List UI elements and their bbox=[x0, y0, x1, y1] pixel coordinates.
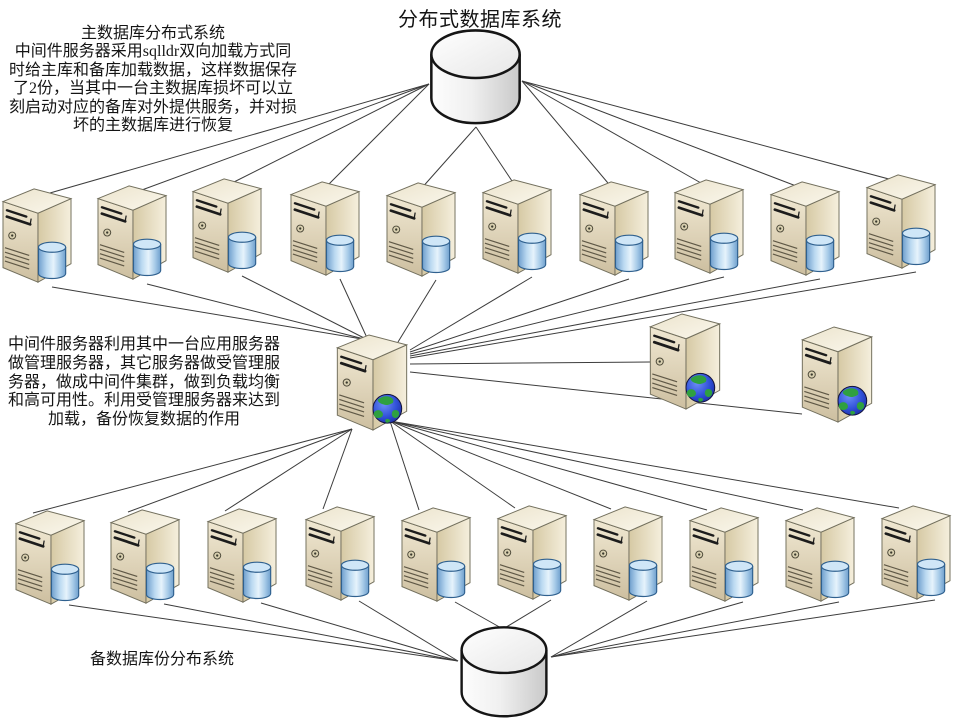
top-server-9 bbox=[771, 182, 839, 275]
connector-line bbox=[454, 601, 504, 630]
connector-line bbox=[521, 80, 901, 183]
top-database-cylinder bbox=[430, 29, 521, 125]
connector-line bbox=[358, 600, 459, 662]
top-server-7 bbox=[580, 182, 648, 275]
connector-line bbox=[550, 599, 936, 658]
bottom-server-4 bbox=[306, 507, 374, 600]
connector-line bbox=[521, 80, 709, 188]
connector-line bbox=[32, 428, 353, 514]
connector-line bbox=[389, 420, 708, 511]
top-server-4 bbox=[291, 182, 359, 275]
bottom-server-7 bbox=[594, 507, 662, 600]
connector-line bbox=[146, 283, 369, 341]
connector-line bbox=[389, 420, 804, 511]
connector-line bbox=[339, 278, 369, 341]
connector-line bbox=[475, 126, 517, 188]
connector-line bbox=[389, 420, 420, 511]
connector-line bbox=[389, 420, 612, 510]
connector-line bbox=[225, 83, 430, 187]
bottom-server-5 bbox=[402, 508, 470, 601]
top-server-6 bbox=[483, 180, 551, 273]
connector-line bbox=[409, 278, 821, 357]
connector-line bbox=[260, 602, 459, 662]
connector-line bbox=[397, 279, 437, 343]
bottom-server-6 bbox=[498, 506, 566, 599]
connector-line bbox=[502, 599, 552, 630]
connector-line bbox=[322, 428, 353, 510]
top-server-8 bbox=[675, 180, 743, 273]
connector-line bbox=[130, 83, 430, 195]
bottom-server-3 bbox=[208, 509, 276, 602]
connector-line bbox=[409, 278, 630, 353]
connector-line bbox=[409, 271, 917, 359]
bottom-server-10 bbox=[882, 506, 950, 599]
connector-line bbox=[35, 83, 430, 198]
connector-line bbox=[550, 601, 840, 658]
connector-line bbox=[409, 276, 533, 351]
annotation-middleware: 中间件服务器利用其中一台应用服务器 做管理服务器，其它服务器做受管理服 务器，做… bbox=[7, 336, 280, 429]
connector-line bbox=[323, 83, 430, 190]
connector-line bbox=[409, 276, 725, 355]
connector-line bbox=[127, 428, 353, 513]
middleware-server-3 bbox=[802, 327, 871, 422]
top-server-2 bbox=[98, 186, 166, 279]
edges-layer bbox=[32, 80, 936, 662]
annotation-backup-system: 备数据库份分布系统 bbox=[90, 651, 235, 668]
top-server-5 bbox=[387, 183, 455, 276]
middleware-server-1 bbox=[337, 335, 406, 430]
connector-line bbox=[389, 420, 516, 509]
connector-line bbox=[521, 80, 805, 190]
connector-line bbox=[550, 601, 744, 658]
bottom-server-8 bbox=[690, 508, 758, 601]
bottom-database-cylinder bbox=[460, 626, 548, 718]
connector-line bbox=[68, 604, 459, 662]
top-server-3 bbox=[193, 179, 261, 272]
top-server-1 bbox=[3, 189, 71, 282]
top-server-10 bbox=[867, 175, 935, 268]
bottom-server-1 bbox=[16, 511, 84, 604]
connector-line bbox=[550, 600, 648, 658]
middleware-server-2 bbox=[650, 314, 719, 409]
connector-line bbox=[241, 275, 369, 341]
connector-line bbox=[224, 428, 353, 512]
bottom-server-9 bbox=[786, 508, 854, 601]
annotation-primary-system: 主数据库分布式系统 中间件服务器采用sqlldr双向加载方式同 时给主库和备库加… bbox=[8, 25, 297, 135]
diagram-title: 分布式数据库系统 bbox=[398, 9, 562, 31]
connector-line bbox=[419, 126, 477, 191]
bottom-server-2 bbox=[111, 510, 179, 603]
connector-line bbox=[389, 420, 900, 509]
connector-line bbox=[51, 286, 369, 341]
connector-line bbox=[163, 603, 459, 662]
connector-line bbox=[409, 371, 803, 415]
connector-line bbox=[521, 80, 614, 190]
connector-line bbox=[409, 361, 651, 365]
